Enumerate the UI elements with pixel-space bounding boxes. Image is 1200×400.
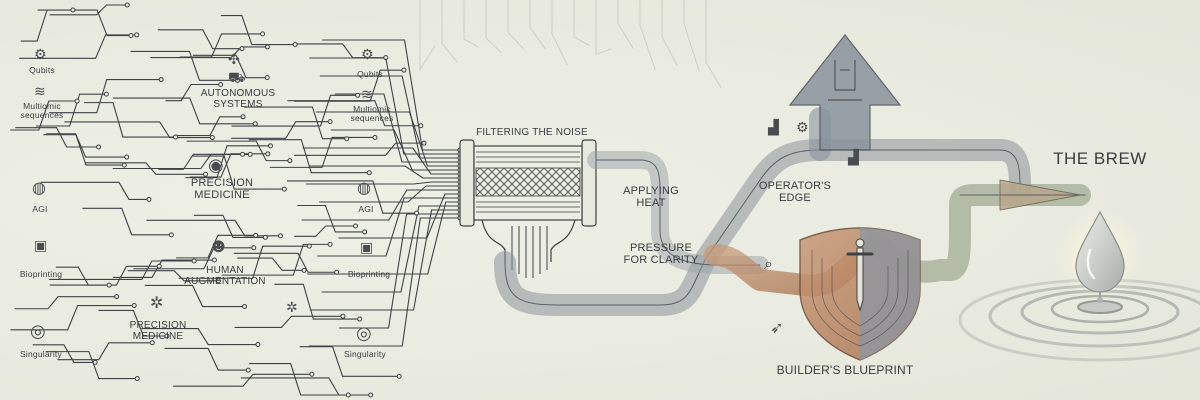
spiral-icon: ◎ — [30, 321, 46, 341]
label-multiomic-left: Multiomic sequences — [10, 102, 74, 120]
label-singularity-left: Singularity — [20, 349, 62, 359]
label-multiomic-right-line1: Multiomic — [353, 104, 391, 114]
label-precision-medicine-low: PRECISION MEDICINE — [124, 320, 192, 342]
gear-icon: ⚙ — [34, 46, 47, 62]
label-multiomic-right-line2: sequences — [350, 112, 394, 123]
label-autonomous-systems: AUTONOMOUS SYSTEMS — [196, 88, 280, 110]
circuit-traces — [10, 0, 722, 396]
telescope-icon: ⌕ — [764, 256, 773, 273]
rocket-icon: ➶ — [770, 320, 784, 337]
car-icon: ⛟ — [228, 69, 246, 85]
printer-icon: ▣ — [360, 239, 374, 255]
label-multiomic-left-line1: Multiomic — [23, 101, 61, 111]
label-precision-low-line2: MEDICINE — [132, 330, 184, 342]
label-precision-center-line1: PRECISION — [190, 177, 254, 189]
molecule-icon: ✲ — [286, 299, 298, 315]
builder-shield — [799, 227, 921, 361]
label-singularity-right: Singularity — [344, 349, 386, 359]
gear-icon: ⚙ — [796, 119, 809, 135]
label-filtering-the-noise: FILTERING THE NOISE — [476, 127, 588, 138]
label-precision-medicine-center: PRECISION MEDICINE — [182, 177, 262, 201]
label-autonomous-line1: AUTONOMOUS — [200, 88, 276, 99]
label-precision-low-line1: PRECISION — [129, 320, 187, 331]
label-bioprinting-right: Bioprinting — [347, 269, 391, 279]
label-operator-line2: EDGE — [779, 191, 811, 204]
dna-icon: ≋ — [34, 83, 46, 99]
brain-icon: ◍ — [32, 180, 46, 197]
chart-icon: ▟ — [848, 149, 859, 165]
label-human-aug-line2: AUGMENTATION — [184, 275, 266, 287]
filter-unit — [459, 139, 597, 278]
label-pressure-line2: FOR CLARITY — [623, 253, 699, 266]
gear-icon: ⚙ — [361, 46, 374, 62]
network-icon: ✲ — [150, 295, 164, 312]
label-multiomic-right: Multiomic sequences — [340, 105, 404, 123]
drone-icon: ✣ — [228, 51, 240, 67]
operator-arrow — [788, 34, 902, 151]
label-the-brew: THE BREW — [1053, 149, 1147, 168]
brew-droplet — [958, 210, 1200, 362]
label-applying-line2: HEAT — [636, 196, 666, 209]
label-qubits-right: Qubits — [357, 69, 383, 79]
label-autonomous-line2: SYSTEMS — [213, 98, 263, 110]
head-icon: ☻ — [208, 235, 230, 257]
label-bioprinting-left: Bioprinting — [19, 269, 63, 279]
label-pressure-for-clarity: PRESSURE FOR CLARITY — [618, 242, 704, 266]
chart-icon: ▟ — [768, 119, 779, 135]
label-operators-edge: OPERATOR'S EDGE — [752, 180, 838, 204]
target-icon: ◉ — [208, 155, 224, 175]
label-builders-blueprint: BUILDER'S BLUEPRINT — [776, 363, 914, 377]
printer-icon: ▣ — [34, 237, 48, 253]
label-operator-line1: OPERATOR'S — [758, 180, 832, 192]
label-agi-right: AGI — [358, 204, 374, 214]
label-applying-line1: APPLYING — [623, 185, 679, 197]
label-human-aug-line1: HUMAN — [206, 265, 244, 276]
label-pressure-line1: PRESSURE — [629, 242, 693, 254]
label-multiomic-left-line2: sequences — [20, 109, 64, 120]
brain-icon: ◍ — [357, 180, 371, 197]
label-precision-center-line2: MEDICINE — [194, 188, 250, 201]
label-human-augmentation: HUMAN AUGMENTATION — [178, 265, 272, 287]
label-applying-heat: APPLYING HEAT — [614, 185, 688, 209]
label-qubits-left: Qubits — [29, 65, 55, 75]
spiral-icon: ◎ — [356, 323, 372, 343]
label-agi-left: AGI — [32, 204, 48, 214]
dna-icon: ≋ — [361, 86, 373, 102]
